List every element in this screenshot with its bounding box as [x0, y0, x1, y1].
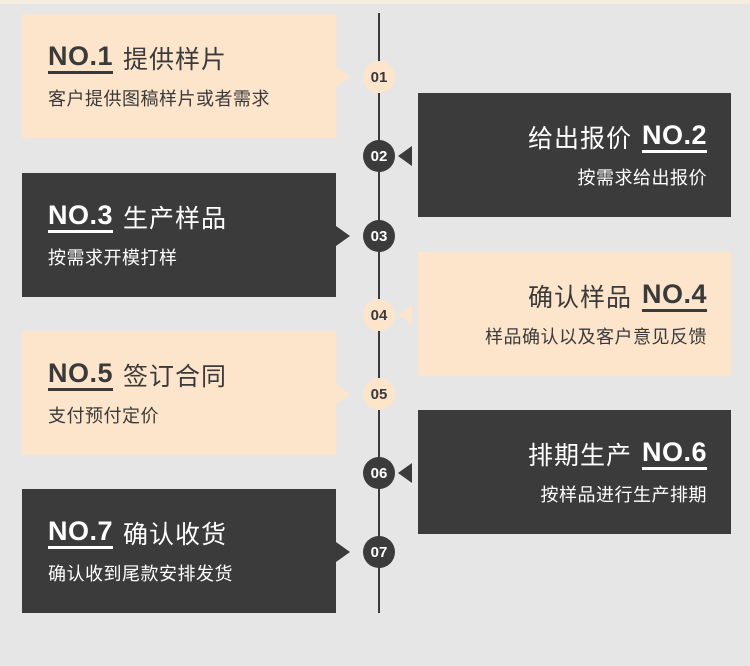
step-title: 生产样品 — [123, 204, 228, 233]
step-description: 确认收到尾款安排发货 — [48, 564, 233, 585]
step-card-4: 确认样品 NO.4 样品确认以及客户意见反馈 — [418, 252, 731, 376]
step-pointer-2 — [398, 146, 412, 166]
step-title: 确认收货 — [123, 520, 228, 549]
step-header: 给出报价 NO.2 — [418, 119, 707, 155]
step-card-5: NO.5 签订合同 支付预付定价 — [22, 331, 336, 455]
step-pointer-5 — [336, 384, 350, 404]
step-number: NO.2 — [641, 121, 707, 153]
step-number: NO.3 — [48, 201, 114, 233]
step-badge-2: 02 — [363, 140, 395, 172]
step-pointer-3 — [336, 226, 350, 246]
step-header: NO.5 签订合同 — [48, 357, 336, 393]
step-number: NO.6 — [641, 438, 707, 470]
step-description: 样品确认以及客户意见反馈 — [485, 327, 707, 348]
step-pointer-7 — [336, 542, 350, 562]
top-band — [0, 0, 750, 4]
step-badge-6: 06 — [363, 457, 395, 489]
step-header: NO.7 确认收货 — [48, 515, 336, 551]
step-number: NO.4 — [641, 280, 707, 312]
step-card-7: NO.7 确认收货 确认收到尾款安排发货 — [22, 489, 336, 613]
step-card-6: 排期生产 NO.6 按样品进行生产排期 — [418, 410, 731, 534]
step-header: NO.1 提供样片 — [48, 40, 336, 76]
step-header: NO.3 生产样品 — [48, 199, 336, 235]
step-pointer-4 — [398, 305, 412, 325]
step-description: 按需求开模打样 — [48, 248, 178, 269]
step-title: 确认样品 — [527, 283, 632, 312]
step-description: 客户提供图稿样片或者需求 — [48, 89, 270, 110]
step-title: 签订合同 — [123, 362, 228, 391]
step-number: NO.7 — [48, 517, 114, 549]
step-pointer-6 — [398, 463, 412, 483]
step-card-2: 给出报价 NO.2 按需求给出报价 — [418, 93, 731, 217]
step-title: 提供样片 — [123, 45, 228, 74]
step-description: 按需求给出报价 — [577, 168, 707, 189]
step-header: 排期生产 NO.6 — [418, 436, 707, 472]
step-header: 确认样品 NO.4 — [418, 278, 707, 314]
step-badge-1: 01 — [363, 61, 395, 93]
step-title: 排期生产 — [527, 441, 632, 470]
step-title: 给出报价 — [527, 124, 632, 153]
step-description: 支付预付定价 — [48, 406, 159, 427]
step-pointer-1 — [336, 67, 350, 87]
step-badge-7: 07 — [363, 536, 395, 568]
step-badge-4: 04 — [363, 299, 395, 331]
step-number: NO.5 — [48, 359, 114, 391]
step-badge-5: 05 — [363, 378, 395, 410]
step-badge-3: 03 — [363, 220, 395, 252]
step-number: NO.1 — [48, 42, 114, 74]
step-description: 按样品进行生产排期 — [540, 485, 707, 506]
step-card-1: NO.1 提供样片 客户提供图稿样片或者需求 — [22, 14, 336, 138]
step-card-3: NO.3 生产样品 按需求开模打样 — [22, 173, 336, 297]
